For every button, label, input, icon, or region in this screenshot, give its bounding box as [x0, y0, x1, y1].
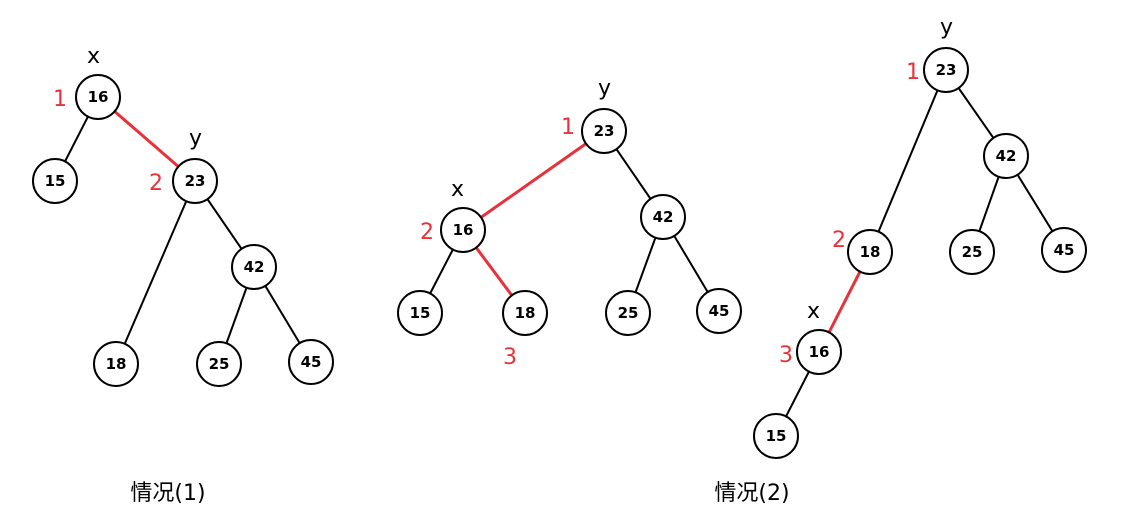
- tree-node-42: 42: [231, 244, 277, 290]
- tree-node-45: 45: [696, 288, 742, 334]
- tree-node-42: 42: [983, 133, 1029, 179]
- node-circle: [32, 158, 78, 204]
- step-number-1: 1: [561, 115, 575, 140]
- node-circle: [397, 290, 443, 336]
- tree-node-15: 15: [397, 290, 443, 336]
- node-circle: [93, 341, 139, 387]
- edge-23-18: [869, 69, 947, 253]
- node-circle: [753, 413, 799, 459]
- node-label: 18: [860, 243, 881, 261]
- node-label: 45: [709, 302, 730, 320]
- tree-node-16: 16: [796, 329, 842, 375]
- pointer-label-y: y: [189, 126, 202, 151]
- node-label: 16: [453, 221, 474, 239]
- node-circle: [75, 74, 121, 120]
- node-label: 18: [515, 304, 536, 322]
- node-circle: [923, 47, 969, 93]
- node-circle: [983, 133, 1029, 179]
- tree-node-45: 45: [288, 339, 334, 385]
- tree-node-18: 18: [93, 341, 139, 387]
- pointer-label-x: x: [807, 299, 820, 324]
- tree-node-15: 15: [753, 413, 799, 459]
- case-caption: 情况(1): [130, 481, 205, 506]
- tree-node-16: 16: [75, 74, 121, 120]
- pointer-label-y: y: [598, 76, 611, 101]
- case-caption: 情况(2): [714, 481, 789, 506]
- tree-node-18: 18: [502, 290, 548, 336]
- tree-node-25: 25: [949, 229, 995, 275]
- node-circle: [440, 207, 486, 253]
- tree-node-45: 45: [1041, 227, 1087, 273]
- highlighted-edge-23-16: [462, 129, 605, 232]
- node-circle: [196, 341, 242, 387]
- tree-diagram-1: 16 15 23 42 18 25 45 x1 y 2 情况(1): [32, 44, 334, 506]
- tree-node-15: 15: [32, 158, 78, 204]
- node-circle: [172, 158, 218, 204]
- node-label: 42: [996, 147, 1017, 165]
- node-label: 45: [1054, 241, 1075, 259]
- node-label: 23: [936, 61, 957, 79]
- node-label: 16: [88, 88, 109, 106]
- tree-node-23: 23: [923, 47, 969, 93]
- node-circle: [847, 229, 893, 275]
- node-circle: [231, 244, 277, 290]
- step-number-3: 3: [779, 343, 793, 368]
- step-number-1: 1: [906, 60, 920, 85]
- node-circle: [796, 329, 842, 375]
- node-label: 23: [594, 122, 615, 140]
- node-circle: [288, 339, 334, 385]
- node-label: 15: [45, 172, 66, 190]
- node-label: 16: [809, 343, 830, 361]
- edge-23-18: [115, 180, 196, 365]
- tree-node-25: 25: [605, 290, 651, 336]
- node-label: 25: [962, 243, 983, 261]
- node-circle: [949, 229, 995, 275]
- pointer-label-x: x: [451, 177, 464, 202]
- step-number-2: 2: [420, 220, 434, 245]
- tree-node-16: 16: [440, 207, 486, 253]
- node-label: 45: [301, 353, 322, 371]
- node-label: 15: [766, 427, 787, 445]
- pointer-label-x: x: [87, 44, 100, 69]
- tree-node-23: 23: [172, 158, 218, 204]
- tree-node-23: 23: [581, 108, 627, 154]
- node-circle: [581, 108, 627, 154]
- step-number-2: 2: [832, 228, 846, 253]
- node-circle: [696, 288, 742, 334]
- node-label: 25: [618, 304, 639, 322]
- node-label: 18: [106, 355, 127, 373]
- step-number-3: 3: [503, 345, 517, 370]
- node-circle: [640, 194, 686, 240]
- tree-node-25: 25: [196, 341, 242, 387]
- tree-diagram-3: 23 42 18 25 45 16 15 y1 2 x3 情况(2): [714, 15, 1087, 506]
- pointer-label-y: y: [940, 15, 953, 40]
- tree-node-42: 42: [640, 194, 686, 240]
- node-label: 42: [244, 258, 265, 276]
- node-circle: [502, 290, 548, 336]
- node-circle: [605, 290, 651, 336]
- node-label: 42: [653, 208, 674, 226]
- step-number-2: 2: [149, 171, 163, 196]
- node-label: 25: [209, 355, 230, 373]
- node-label: 23: [185, 172, 206, 190]
- step-number-1: 1: [53, 87, 67, 112]
- tree-node-18: 18: [847, 229, 893, 275]
- node-circle: [1041, 227, 1087, 273]
- node-label: 15: [410, 304, 431, 322]
